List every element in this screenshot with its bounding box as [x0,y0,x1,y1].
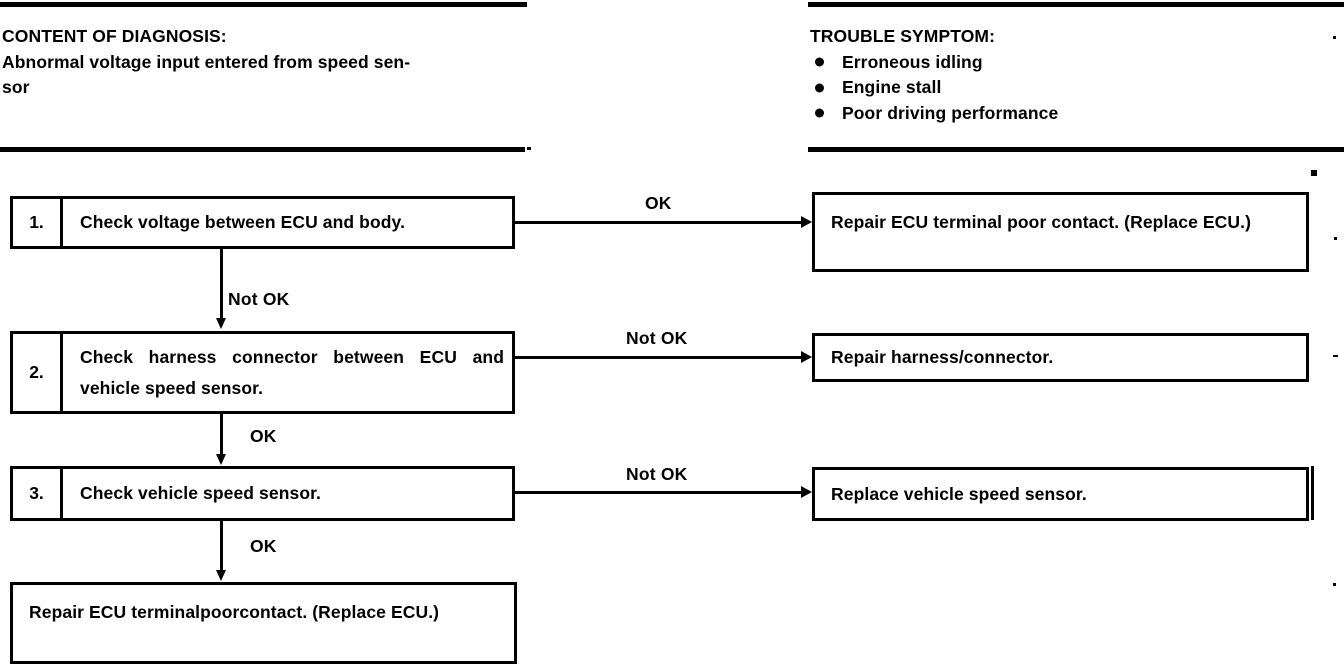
scan-artifact [1333,36,1336,39]
header-rule-bottom-right [808,147,1344,152]
header-rule-top-right [808,2,1344,7]
step-2-branch-arrowhead [801,351,812,363]
symptom-label: Poor driving performance [842,102,1059,123]
step-2-branch-line [515,356,803,359]
trouble-symptom-block: TROUBLE SYMPTOM: Erroneous idling Engine… [810,24,1340,126]
step-2-result-box: Repair harness/connector. [812,333,1309,382]
step-3-text: Check vehicle speed sensor. [80,483,322,503]
step-1-box: 1. Check voltage between ECU and body. [10,196,515,249]
content-of-diagnosis-body: Abnormal voltage input entered from spee… [2,51,411,98]
bullet-icon [815,108,824,118]
step-1-text: Check voltage between ECU and body. [80,212,406,232]
final-result-text: Repair ECU terminalpoorcontact. (Replace… [29,602,440,622]
step-1-to-step-2-label: Not OK [228,289,290,309]
step-3-result-box: Replace vehicle speed sensor. [812,467,1309,521]
scan-artifact [527,147,531,150]
step-2-to-step-3-label: OK [250,426,277,446]
step-1-to-step-2-arrowhead [216,318,226,329]
step-1-to-step-2-line [220,249,223,325]
step-2-number: 2. [13,334,63,411]
header-rule-top-left [0,2,527,7]
step-1-branch-label: OK [645,193,672,213]
step-1-branch-arrowhead [801,216,812,228]
step-1-result-box: Repair ECU terminal poor contact. (Repla… [812,192,1309,272]
step-3-result-text: Replace vehicle speed sensor. [831,483,1087,504]
trouble-symptom-title: TROUBLE SYMPTOM: [810,26,996,46]
step-2-to-step-3-arrowhead [216,454,226,465]
step-1-number: 1. [13,199,63,246]
step-3-branch-label: Not OK [626,464,688,484]
scan-artifact [1311,170,1317,176]
step-3-to-final-arrowhead [216,570,226,581]
final-result-box: Repair ECU terminalpoorcontact. (Replace… [10,582,517,664]
step-2-text: Check harness connector between ECU and … [80,346,504,398]
step-1-branch-line [515,221,803,224]
list-item: Engine stall [810,75,1340,101]
step-3-to-final-label: OK [250,536,277,556]
step-3-to-final-line [220,521,223,577]
step-3-branch-line [515,491,803,494]
step-2-result-text: Repair harness/connector. [831,347,1054,367]
step-3-number: 3. [13,469,63,518]
step-3-box: 3. Check vehicle speed sensor. [10,466,515,521]
bullet-icon [815,83,824,93]
header-rule-bottom-left [0,147,525,152]
step-2-box: 2. Check harness connector between ECU a… [10,331,515,414]
bullet-icon [815,57,824,67]
scan-artifact [1333,355,1338,357]
step-3-branch-arrowhead [801,486,812,498]
symptom-label: Engine stall [842,77,942,97]
symptom-label: Erroneous idling [842,51,983,72]
list-item: Erroneous idling [810,50,1340,76]
step-2-to-step-3-line [220,414,223,460]
content-of-diagnosis-block: CONTENT OF DIAGNOSIS: Abnormal voltage i… [2,24,542,101]
scan-artifact [1333,583,1336,586]
trouble-symptom-list: Erroneous idling Engine stall Poor drivi… [810,50,1340,127]
step-2-branch-label: Not OK [626,328,688,348]
scan-artifact [1311,466,1314,520]
scan-artifact [1334,237,1337,240]
list-item: Poor driving performance [810,101,1340,127]
step-1-result-text: Repair ECU terminal poor contact. (Repla… [831,212,1252,232]
content-of-diagnosis-title: CONTENT OF DIAGNOSIS: [2,26,227,46]
